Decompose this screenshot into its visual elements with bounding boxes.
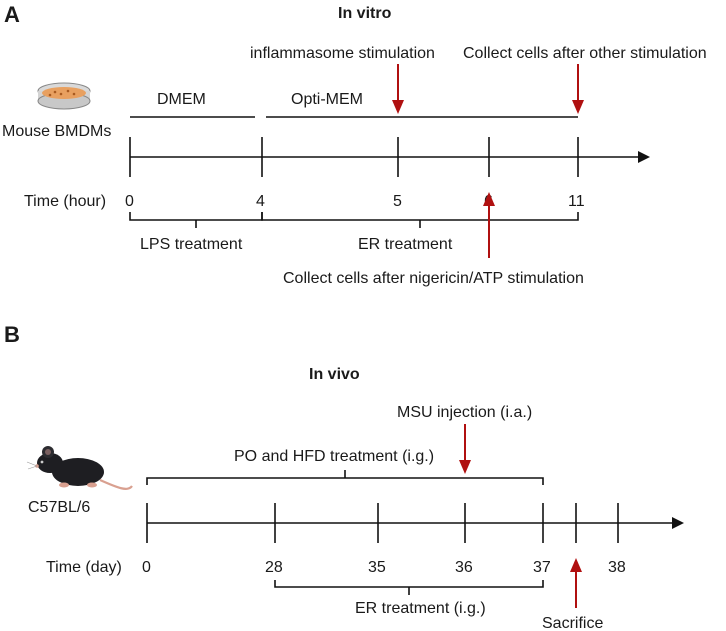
event-collect-nigericin: Collect cells after nigericin/ATP stimul…: [283, 270, 584, 287]
tick-label: 5: [393, 193, 402, 210]
up-arrow-icon: [483, 192, 495, 258]
down-arrow-icon: [459, 424, 471, 474]
phase-po-hfd: PO and HFD treatment (i.g.): [234, 448, 434, 465]
event-collect-other: Collect cells after other stimulation: [463, 45, 707, 62]
phase-er: ER treatment: [358, 236, 453, 253]
panel-a-title: In vitro: [338, 5, 392, 22]
panel-a-time-label: Time (hour): [24, 193, 106, 210]
panel-b-title: In vivo: [309, 366, 360, 383]
mouse-icon: [26, 446, 133, 490]
down-arrow-icon: [572, 64, 584, 114]
tick-label: 35: [368, 559, 386, 576]
culture-dish-icon: [37, 82, 91, 110]
up-arrow-icon: [570, 558, 582, 608]
panel-a-letter: A: [4, 2, 20, 27]
tick-label: 28: [265, 559, 283, 576]
panel-b-time-label: Time (day): [46, 559, 122, 576]
tick-label: 38: [608, 559, 626, 576]
event-sacrifice: Sacrifice: [542, 615, 603, 631]
medium-optimem: Opti-MEM: [291, 91, 363, 108]
panel-b-letter: B: [4, 322, 20, 347]
panel-a: A In vitro Mouse BMDMs DMEM Opti-MEM: [2, 2, 707, 287]
tick-label: 11: [568, 193, 585, 210]
tick-label: 0: [125, 193, 134, 210]
phase-lps: LPS treatment: [140, 236, 243, 253]
down-arrow-icon: [392, 64, 404, 114]
panel-a-subject: Mouse BMDMs: [2, 123, 111, 140]
medium-dmem: DMEM: [157, 91, 206, 108]
tick-label: 37: [533, 559, 551, 576]
tick-label: 4: [256, 193, 265, 210]
event-inflammasome: inflammasome stimulation: [250, 45, 435, 62]
tick-label: 36: [455, 559, 473, 576]
tick-label: 0: [142, 559, 151, 576]
phase-er-invivo: ER treatment (i.g.): [355, 600, 486, 617]
panel-b-subject: C57BL/6: [28, 499, 90, 516]
event-msu: MSU injection (i.a.): [397, 404, 532, 421]
panel-b: B In vivo C57BL/6 PO and HFD treatment (…: [4, 322, 684, 631]
